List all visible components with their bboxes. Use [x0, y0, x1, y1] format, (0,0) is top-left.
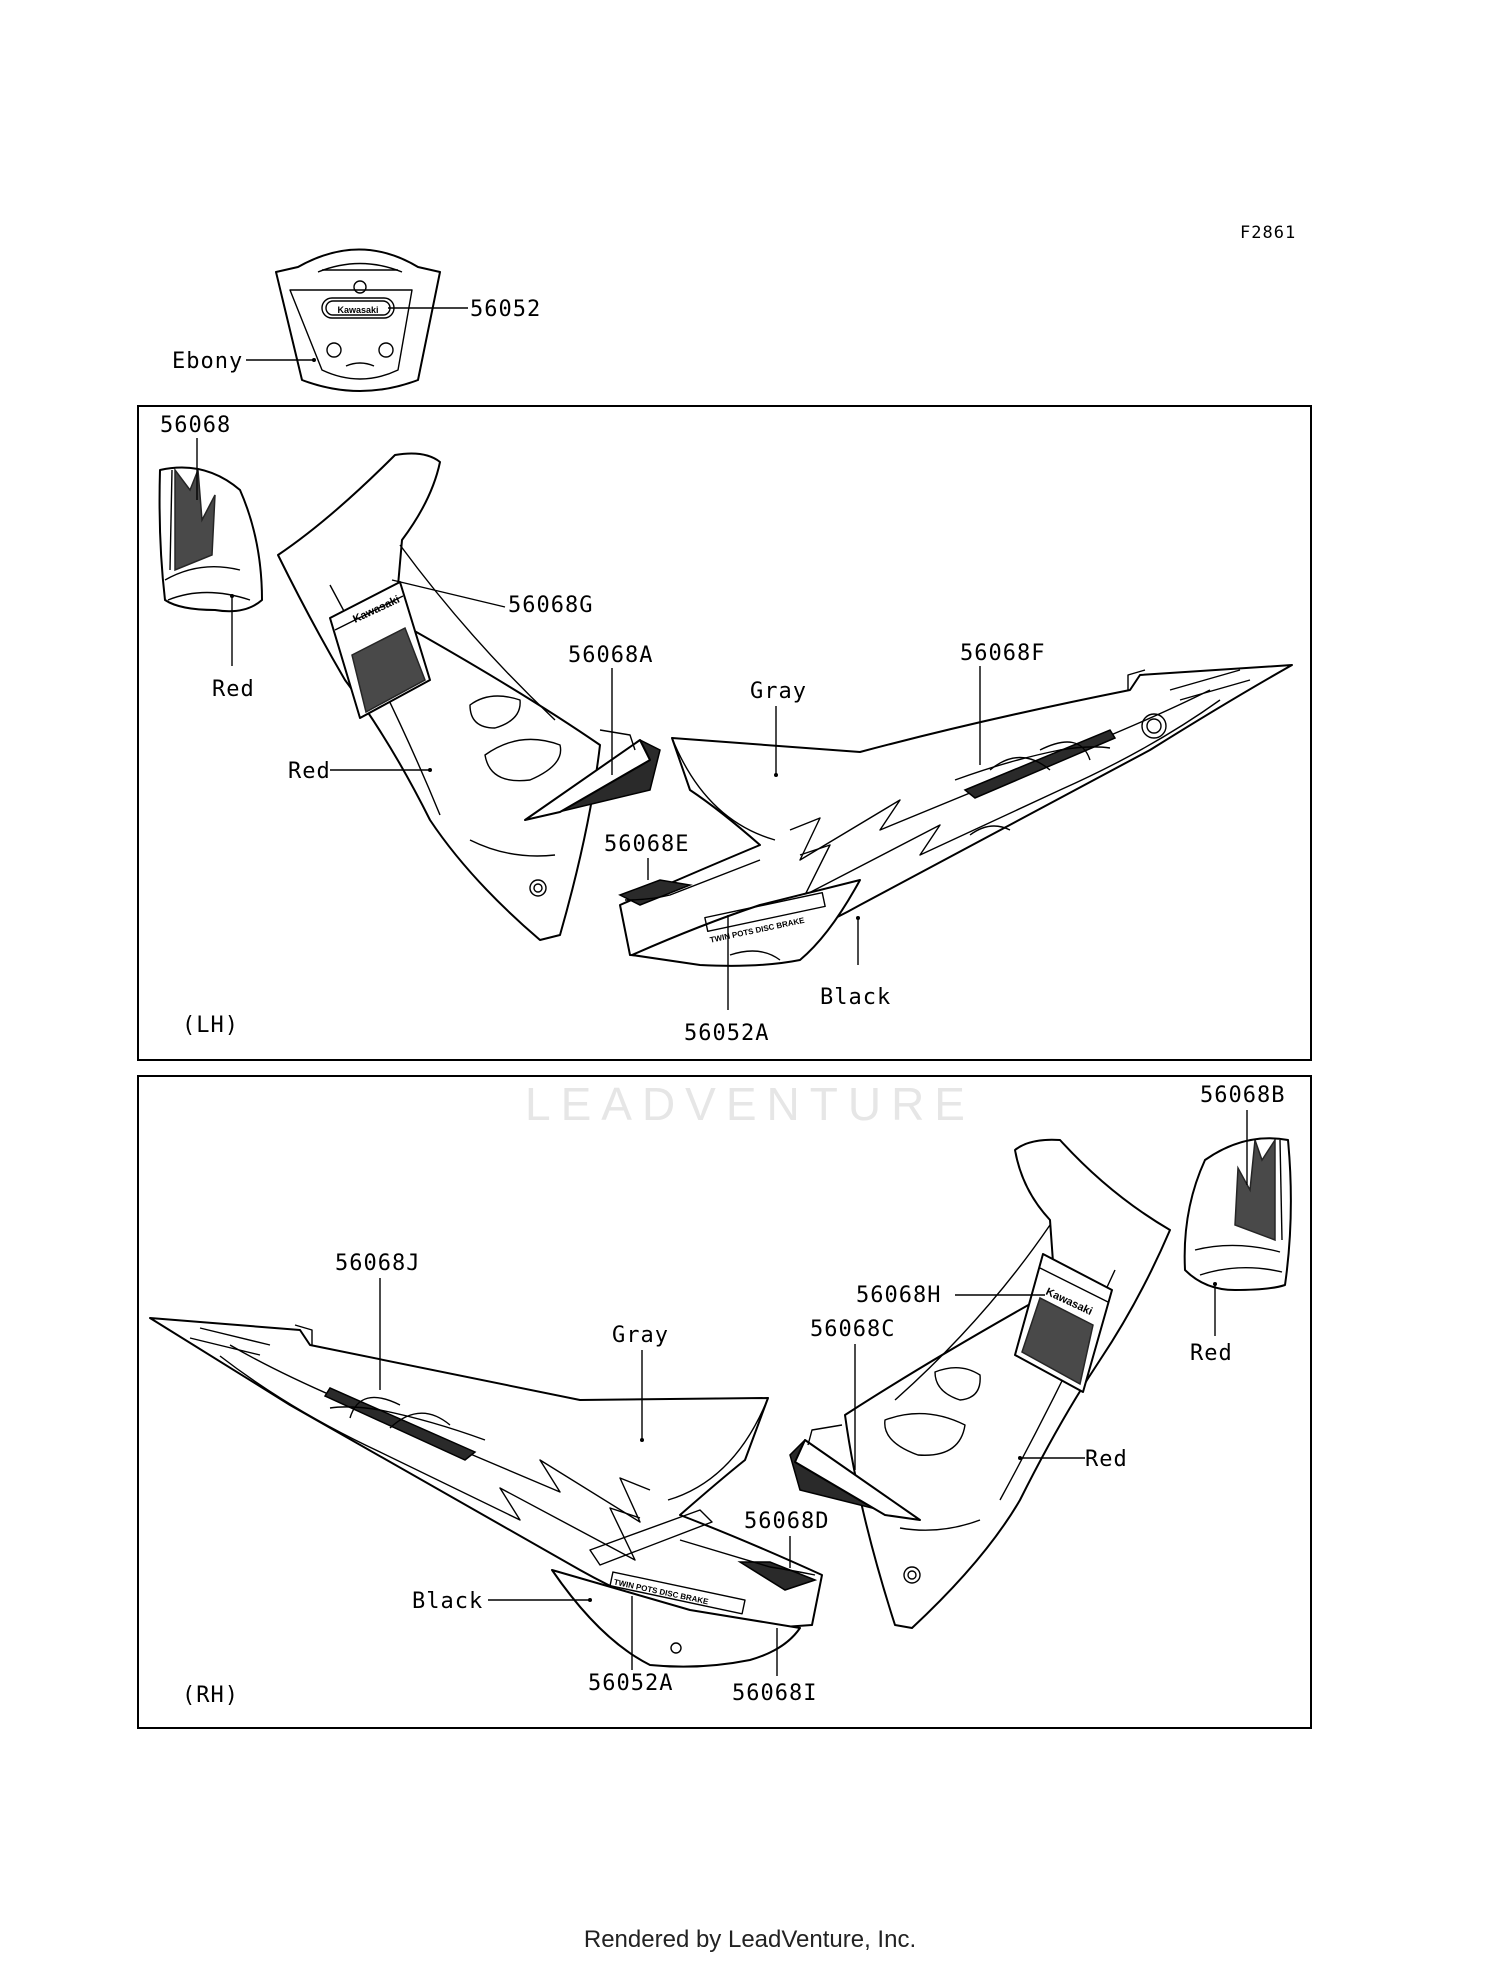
rh-label-56068d: 56068D [744, 1509, 829, 1534]
figure-code: F2861 [1240, 223, 1296, 243]
lh-front-fender-part [158, 466, 263, 613]
watermark: LEADVENTURE [525, 1078, 975, 1130]
lh-front-cowl-part: Kawasaki [277, 452, 661, 941]
rh-label-56068c: 56068C [810, 1317, 895, 1342]
lh-side-label: (LH) [182, 1013, 239, 1038]
rh-label-56068i: 56068I [732, 1681, 817, 1706]
rh-side-label: (RH) [182, 1683, 239, 1708]
lh-label-56068f: 56068F [960, 641, 1045, 666]
rh-front-cowl-part: Kawasaki [789, 1138, 1171, 1629]
footer-credit: Rendered by LeadVenture, Inc. [583, 1926, 917, 1953]
lh-label-red-cowl: Red [288, 759, 331, 784]
rh-label-red-fender: Red [1190, 1341, 1233, 1366]
lh-label-red-fender: Red [212, 677, 255, 702]
rh-label-56052a: 56052A [588, 1671, 673, 1696]
rh-label-56068j: 56068J [335, 1251, 420, 1276]
rh-front-fender-part [1183, 1137, 1292, 1291]
lh-panel-frame [137, 405, 1312, 1061]
rh-label-red-cowl: Red [1085, 1447, 1128, 1472]
rh-label-56068b: 56068B [1200, 1083, 1285, 1108]
lh-label-56068a: 56068A [568, 643, 653, 668]
label-56052: 56052 [470, 297, 541, 322]
rh-panel-frame [137, 1075, 1312, 1729]
lh-label-gray: Gray [750, 679, 807, 704]
rh-label-56068h: 56068H [856, 1283, 941, 1308]
label-ebony: Ebony [172, 349, 243, 374]
rh-label-black: Black [412, 1589, 483, 1614]
rh-side-cover-part: TWIN POTS DISC BRAKE [149, 1317, 823, 1668]
lh-label-black: Black [820, 985, 891, 1010]
lh-side-cover-part: TWIN POTS DISC BRAKE [618, 664, 1293, 967]
lh-label-56068g: 56068G [508, 593, 593, 618]
lh-label-56068: 56068 [160, 413, 231, 438]
rh-label-gray: Gray [612, 1323, 669, 1348]
lh-label-56068e: 56068E [604, 832, 689, 857]
emblem-text: Kawasaki [337, 305, 378, 315]
lh-label-56052a: 56052A [684, 1021, 769, 1046]
top-cover-part: Kawasaki [275, 248, 441, 392]
